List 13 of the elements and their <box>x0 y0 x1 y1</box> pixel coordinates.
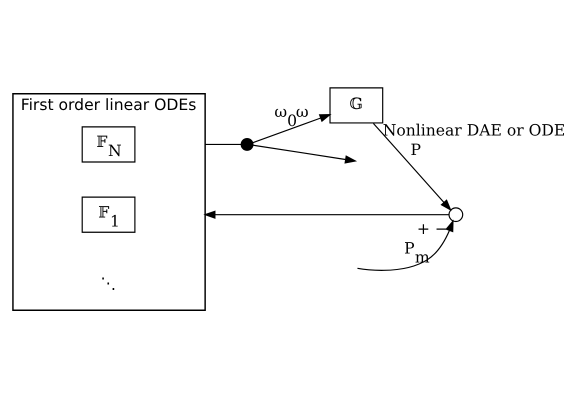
arrow <box>252 144 358 164</box>
node-circle <box>448 206 464 222</box>
label: ⋱ <box>100 274 117 292</box>
edge-label: P <box>410 140 421 158</box>
arrow <box>373 122 452 211</box>
node-label: + − <box>416 220 448 238</box>
node-box: 𝔾 <box>329 86 384 124</box>
arrow <box>203 210 449 218</box>
node-label: Nonlinear DAE or ODE <box>382 120 566 139</box>
arrow <box>357 219 454 270</box>
connector <box>205 143 242 145</box>
node-circle <box>240 138 254 150</box>
arrow <box>252 114 332 143</box>
